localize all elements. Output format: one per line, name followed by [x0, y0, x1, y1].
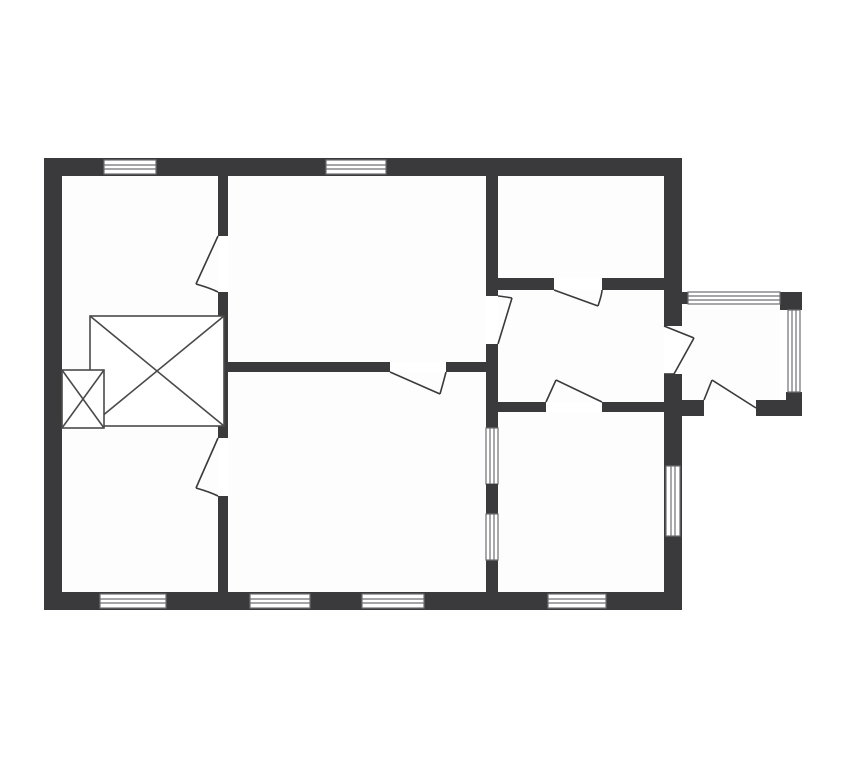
stove [89, 315, 225, 427]
room-porch [684, 304, 780, 400]
room-north-center [228, 176, 486, 362]
windows [99, 159, 801, 609]
wall-outer-left [44, 158, 62, 610]
wall-ne-bottom-right [602, 278, 664, 290]
window-top-1 [103, 159, 157, 175]
wall-partition-west-lower [218, 496, 228, 592]
wall-partition-east-lower [486, 344, 498, 428]
wall-partition-east-bottom [486, 560, 498, 592]
wall-partition-west-upper [218, 176, 228, 236]
window-top-2 [325, 159, 387, 175]
room-corridor [498, 290, 664, 402]
wall-porch-top-stub [682, 292, 688, 304]
wall-porch-bottom-left [682, 400, 704, 416]
window-porch-right [787, 309, 801, 393]
fixtures [61, 315, 225, 429]
room-south-center [228, 372, 486, 592]
wall-center-horizontal-right [446, 362, 486, 372]
wall-corridor-bottom-left [498, 402, 546, 412]
door-west-upper [195, 235, 219, 293]
wall-ne-bottom-left [498, 278, 554, 290]
wall-porch-bottom [756, 400, 802, 416]
door-center [389, 371, 447, 395]
window-bottom-1 [99, 593, 167, 609]
window-bottom-4 [547, 593, 607, 609]
room-southeast [498, 412, 664, 592]
window-bottom-3 [361, 593, 425, 609]
wall-porch-right-stub [786, 292, 802, 310]
window-east-partition-1 [485, 427, 499, 485]
door-west-lower [195, 437, 219, 497]
chimney [61, 369, 105, 429]
window-right-outer [665, 465, 681, 537]
wall-partition-east-between [486, 484, 498, 514]
wall-center-horizontal-left [228, 362, 390, 372]
wall-partition-east-upper [486, 176, 498, 296]
door-east-partition [497, 295, 513, 345]
door-northeast-room [553, 289, 603, 307]
window-bottom-2 [249, 593, 311, 609]
corridor-east-stubs [664, 374, 682, 402]
window-east-partition-2 [485, 513, 499, 561]
door-southeast-room [545, 379, 603, 403]
wall-corridor-bottom-right [602, 402, 682, 412]
door-porch [703, 379, 757, 409]
wall-outer-right-upper [664, 158, 682, 326]
window-porch-top [687, 291, 781, 305]
room-northeast [498, 176, 664, 278]
